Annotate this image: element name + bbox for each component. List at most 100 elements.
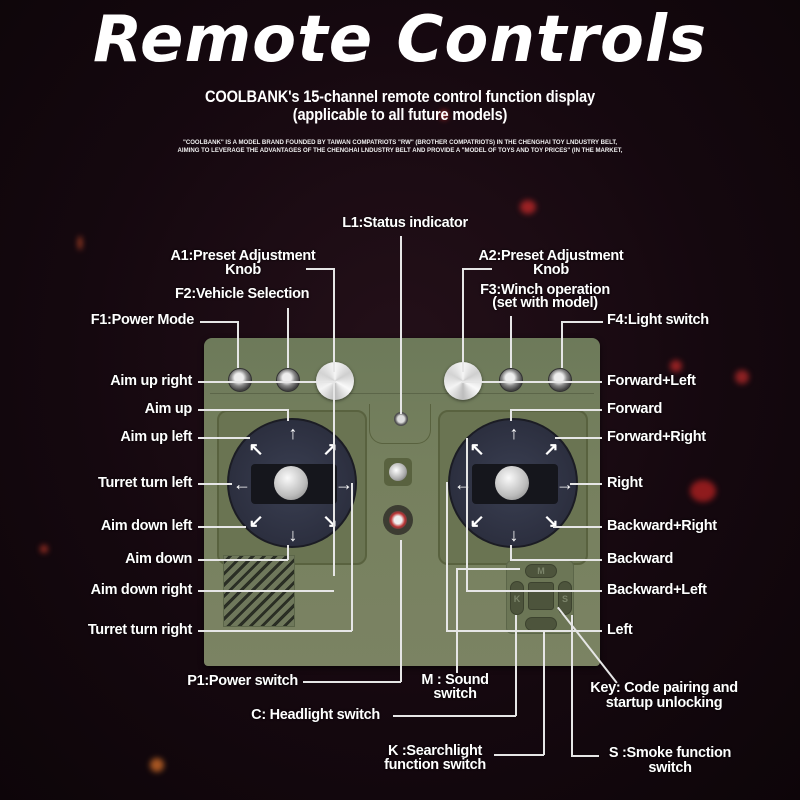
leader-line <box>287 308 289 368</box>
label-aim-up-left: Aim up left <box>120 429 192 445</box>
label-f2-vehicle-selection: F2:Vehicle Selection <box>175 286 310 302</box>
remote-controller: ↑ ↓ ← → ↖ ↗ ↙ ↘ ↑ ↓ ← → ↖ ↗ ↙ ↘ M K <box>204 338 600 666</box>
leader-line <box>198 409 288 411</box>
subtitle: COOLBANK's 15-channel remote control fun… <box>56 88 744 124</box>
leader-line <box>510 545 512 560</box>
leader-line <box>543 632 545 755</box>
leader-line <box>510 409 512 421</box>
label-line: startup unlocking <box>605 695 723 711</box>
label-line: switch <box>648 760 692 776</box>
leader-line <box>393 715 516 717</box>
arrow-right-icon: → <box>556 474 574 494</box>
arrow-down-right-icon: ↘ <box>322 511 338 531</box>
arrow-up-right-icon: ↗ <box>543 439 559 459</box>
f1-power-mode-toggle[interactable] <box>228 368 252 392</box>
arrow-right-icon: → <box>335 474 353 494</box>
label-line: K :Searchlight <box>387 743 483 759</box>
leader-line <box>555 437 602 439</box>
leader-line <box>333 268 335 372</box>
label-turret-turn-right: Turret turn right <box>87 622 192 638</box>
label-turret-turn-left: Turret turn left <box>97 475 192 491</box>
leader-line <box>400 236 402 414</box>
label-l1-status-indicator: L1:Status indicator <box>342 215 468 231</box>
blurb-line-2: AIMING TO LEVERAGE THE ADVANTAGES OF THE… <box>177 147 623 154</box>
leader-line <box>570 483 602 485</box>
f4-light-toggle[interactable] <box>548 368 572 392</box>
label-line: S :Smoke function <box>608 745 732 761</box>
s-smoke-button[interactable]: S <box>558 581 572 615</box>
label-s-smoke-switch: S :Smoke function switch <box>600 746 740 776</box>
label-backward-left: Backward+Left <box>607 582 707 598</box>
arrow-up-icon: ↑ <box>509 423 519 443</box>
m-sound-button[interactable]: M <box>525 564 557 578</box>
label-forward: Forward <box>607 401 663 417</box>
leader-line <box>198 559 288 561</box>
right-joystick-stick[interactable] <box>495 466 529 500</box>
label-f3-winch-operation: F3:Winch operation (set with model) <box>470 283 620 311</box>
ember-decoration <box>520 200 536 214</box>
label-aim-down-left: Aim down left <box>100 518 192 534</box>
leader-line <box>561 321 603 323</box>
left-joystick-stick[interactable] <box>274 466 308 500</box>
label-backward: Backward <box>607 551 674 567</box>
label-line: Knob <box>225 262 261 278</box>
label-m-sound-switch: M : Sound switch <box>410 673 500 702</box>
f3-winch-toggle[interactable] <box>499 368 523 392</box>
label-a1-preset-knob: A1:Preset Adjustment Knob <box>158 249 328 278</box>
label-line: function switch <box>384 757 486 773</box>
status-bay <box>369 404 431 444</box>
leader-line <box>561 321 563 368</box>
leader-line <box>198 590 334 592</box>
function-button-pad: M K S <box>506 560 574 634</box>
leader-line <box>456 568 458 673</box>
left-joystick[interactable]: ↑ ↓ ← → ↖ ↗ ↙ ↘ <box>227 418 357 548</box>
f2-vehicle-selection-toggle[interactable] <box>276 368 300 392</box>
label-line: F3:Winch operation <box>480 282 610 298</box>
label-p1-power-switch: P1:Power switch <box>187 673 298 689</box>
label-forward-left: Forward+Left <box>607 373 696 389</box>
ember-decoration <box>78 236 82 250</box>
label-forward-right: Forward+Right <box>607 429 706 445</box>
leader-line <box>351 483 353 631</box>
ember-decoration <box>690 480 716 502</box>
arrow-down-left-icon: ↙ <box>469 511 485 531</box>
label-f1-power-mode: F1:Power Mode <box>90 312 195 328</box>
label-line: Key: Code pairing and <box>590 680 738 696</box>
label-backward-right: Backward+Right <box>607 518 717 534</box>
label-line: Knob <box>533 262 569 278</box>
leader-line <box>200 321 238 323</box>
subtitle-line-1: COOLBANK's 15-channel remote control fun… <box>205 87 595 106</box>
arrow-up-left-icon: ↖ <box>248 439 264 459</box>
leader-line <box>515 615 517 716</box>
arrow-up-icon: ↑ <box>288 423 298 443</box>
label-a2-preset-knob: A2:Preset Adjustment Knob <box>466 249 636 278</box>
p1-power-switch[interactable] <box>383 505 413 535</box>
leader-line <box>466 438 468 591</box>
leader-line <box>510 559 602 561</box>
arrow-down-right-icon: ↘ <box>543 511 559 531</box>
arrow-left-icon: ← <box>233 474 251 494</box>
leader-line <box>571 755 599 757</box>
controller-top-panel <box>210 344 594 394</box>
arrow-left-icon: ← <box>454 474 472 494</box>
bottom-button[interactable] <box>525 617 557 631</box>
ember-decoration <box>670 360 682 372</box>
arrow-down-icon: ↓ <box>288 525 298 545</box>
c-headlight-switch[interactable] <box>384 458 412 486</box>
subtitle-line-2: (applicable to all future models) <box>292 105 508 124</box>
key-pairing-button[interactable] <box>528 582 554 610</box>
arrow-down-left-icon: ↙ <box>248 511 264 531</box>
k-searchlight-button[interactable]: K <box>510 581 524 615</box>
leader-line <box>553 526 602 528</box>
leader-line <box>571 615 573 756</box>
leader-line <box>510 316 512 368</box>
label-right: Right <box>607 475 643 491</box>
leader-line <box>462 268 492 270</box>
ember-decoration <box>735 370 749 384</box>
brand-blurb: "COOLBANK" IS A MODEL BRAND FOUNDED BY T… <box>32 139 768 155</box>
leader-line <box>456 568 520 570</box>
label-line: M : Sound <box>421 672 489 688</box>
leader-line <box>198 630 352 632</box>
leader-line <box>333 381 335 576</box>
label-key-code-pairing: Key: Code pairing and startup unlocking <box>580 681 748 711</box>
